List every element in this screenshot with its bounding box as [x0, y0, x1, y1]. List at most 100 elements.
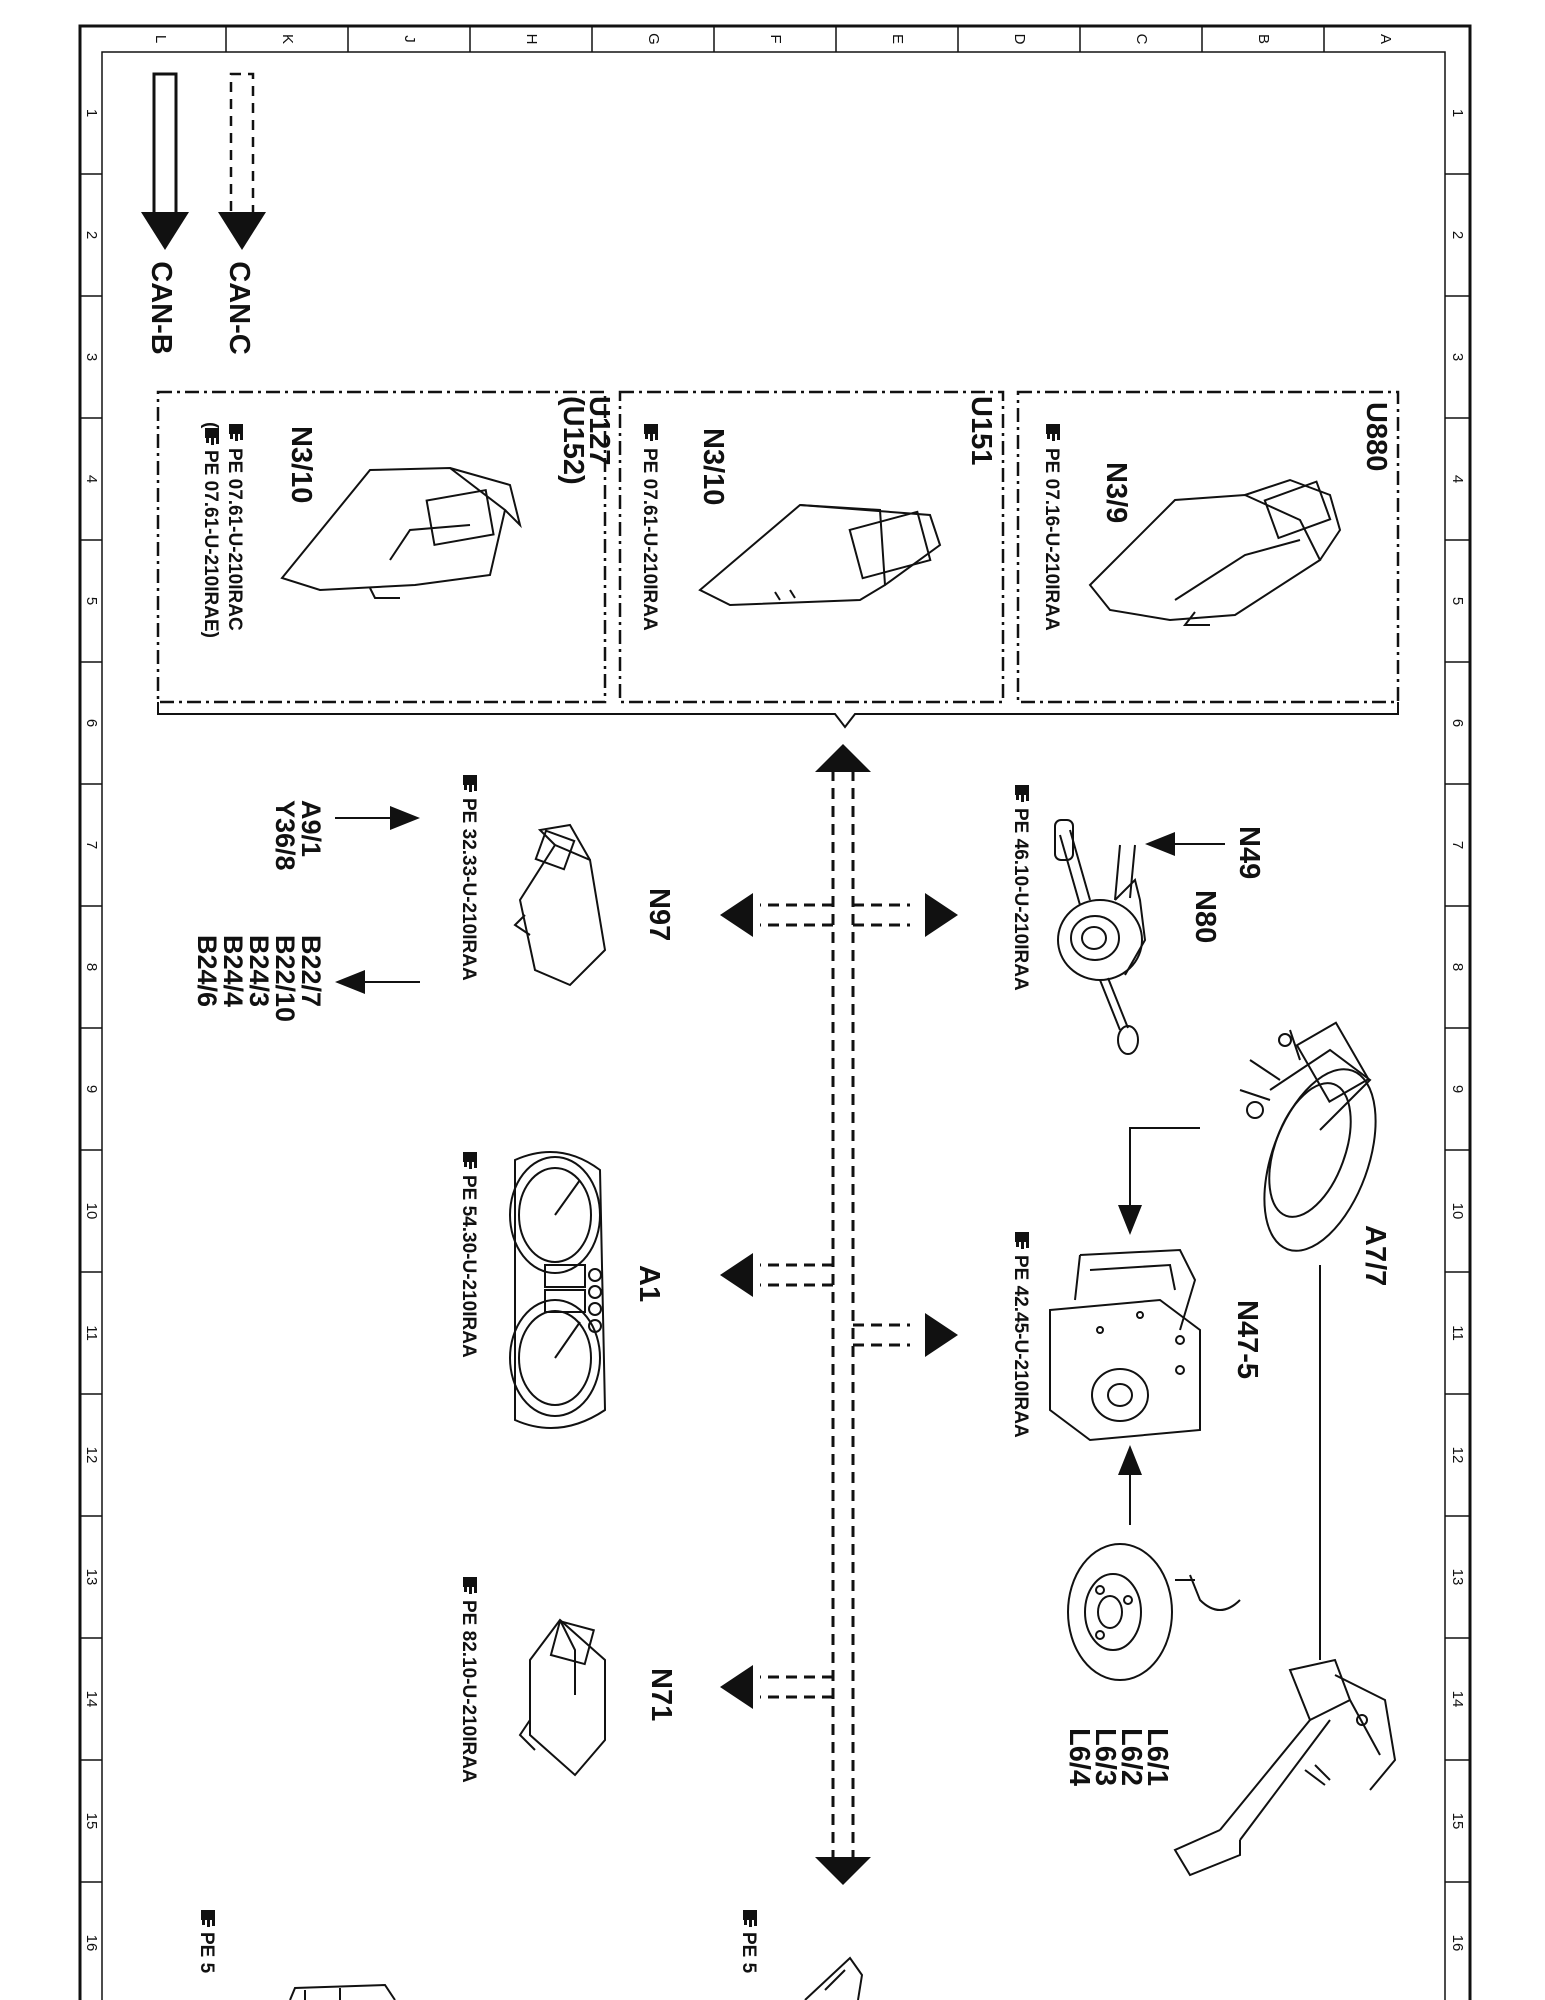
component-l6: L6/1 L6/2 L6/3 L6/4	[1063, 1543, 1241, 1786]
component-a7-7: A7/7	[1239, 1021, 1391, 1660]
group-label-u152: (U152)	[557, 396, 589, 485]
legend-can-b-label: CAN-B	[145, 261, 177, 354]
grid-letter: B	[1255, 34, 1272, 44]
module-n3-10-u127-drawing	[280, 466, 522, 599]
module-label-n3-9: N3/9	[1100, 462, 1132, 523]
grid-num: 10	[83, 1203, 100, 1220]
grid-num: 13	[83, 1569, 100, 1586]
module-label-n3-10: N3/10	[697, 428, 729, 505]
ref-u127-2: PE 07.61-U-210IRAE)	[200, 450, 221, 638]
n97-output-b22-7: B22/7	[296, 935, 326, 1007]
grid-num: 8	[1449, 963, 1466, 971]
grid-letter: L	[152, 35, 169, 43]
group-label-u880: U880	[1360, 402, 1392, 471]
grid-num: 5	[1449, 597, 1466, 605]
ref-a1: PE 54.30-U-210IRAA	[458, 1175, 479, 1358]
grid-num: 4	[1449, 475, 1466, 483]
legend-can-c-arrow	[218, 72, 266, 250]
ref-u880: PE 07.16-U-210IRAA	[1041, 448, 1062, 631]
grid-num: 3	[83, 353, 100, 361]
grid-letter: G	[645, 33, 662, 45]
n97-input-y36-8: Y36/8	[270, 800, 300, 871]
pedal-drawing	[1173, 1658, 1397, 1877]
n97-output-b24-4: B24/4	[218, 935, 248, 1007]
ref-u127-1: PE 07.61-U-210IRAC	[224, 448, 245, 631]
module-n3-10-drawing	[698, 503, 942, 607]
grid-letter: J	[401, 35, 418, 43]
drawing-frame	[78, 24, 1472, 2000]
bottom-mid-drawing	[804, 1956, 864, 2000]
column-letters: L K J H G F E D C B A	[152, 33, 1394, 45]
l6-disc-drawing	[1067, 1543, 1241, 1681]
module-label-n3-10-u127: N3/10	[285, 426, 317, 503]
grid-num: 2	[83, 231, 100, 239]
group-box-u127	[156, 390, 607, 704]
can-c-bus	[760, 770, 910, 1860]
bottom-left-partial: PE 5	[196, 1910, 396, 2000]
ref-u127-paren: (	[200, 422, 221, 429]
grid-num: 6	[83, 719, 100, 727]
ref-n97: PE 32.33-U-210IRAA	[458, 798, 479, 981]
n97-input-arrow	[390, 806, 420, 830]
component-n47-5: N47-5 PE 42.45-U-210IRAA	[1010, 1127, 1263, 1525]
ref-bottom-mid: PE 5	[738, 1932, 759, 1974]
grid-letter: K	[279, 34, 296, 44]
component-a1: A1 PE 54.30-U-210IRAA	[458, 1151, 665, 1429]
grid-num: 12	[1449, 1447, 1466, 1464]
l6-label-4: L6/4	[1063, 1728, 1095, 1786]
grid-num: 3	[1449, 353, 1466, 361]
ref-u151: PE 07.61-U-210IRAA	[639, 448, 660, 631]
n97-input-a9-1: A9/1	[296, 800, 326, 857]
ref-n47-5: PE 42.45-U-210IRAA	[1010, 1255, 1031, 1438]
grid-num: 8	[83, 963, 100, 971]
module-group-boxes	[156, 390, 1400, 704]
group-bracket	[157, 702, 1399, 729]
n47-unit-drawing	[1049, 1248, 1201, 1442]
n47-sensor-arrow	[1118, 1445, 1142, 1475]
component-n71: N71 PE 82.10-U-210IRAA	[458, 1577, 677, 1783]
component-label-a7-7: A7/7	[1359, 1225, 1391, 1286]
group-u880: U880 N3/9 PE 07.16-U-210IRAA	[1041, 402, 1392, 631]
component-label-n49: N49	[1233, 826, 1265, 879]
grid-num: 1	[1449, 109, 1466, 117]
l6-label-1: L6/1	[1141, 1728, 1173, 1786]
grid-num: 15	[83, 1813, 100, 1830]
group-box-u151	[618, 390, 1005, 704]
component-label-n71: N71	[645, 1668, 677, 1721]
component-n97: N97 PE 32.33-U-210IRAA A9/1 Y36/8 B22/7 …	[192, 775, 675, 1022]
a1-cluster-drawing	[509, 1151, 607, 1429]
grid-num: 2	[1449, 231, 1466, 239]
n47-input-line	[1129, 1127, 1200, 1210]
legend: CAN-C CAN-B	[141, 72, 266, 355]
grid-num: 10	[1449, 1203, 1466, 1220]
bottom-mid-partial: PE 5	[738, 1910, 864, 2000]
grid-num: 6	[1449, 719, 1466, 727]
grid-num: 14	[83, 1691, 100, 1708]
row-grid	[80, 173, 1470, 1883]
component-label-n80: N80	[1189, 890, 1221, 943]
ref-n71: PE 82.10-U-210IRAA	[458, 1600, 479, 1783]
group-box-u880	[1016, 390, 1400, 704]
n71-drawing	[518, 1618, 606, 1777]
l6-label-2: L6/2	[1115, 1728, 1147, 1786]
can-c-bus-arrowheads	[720, 744, 958, 1885]
legend-can-c-label: CAN-C	[223, 261, 255, 354]
grid-num: 16	[83, 1935, 100, 1952]
grid-num: 14	[1449, 1691, 1466, 1708]
ref-n49: PE 46.10-U-210IRAA	[1010, 808, 1031, 991]
grid-num: 7	[83, 841, 100, 849]
grid-letter: C	[1133, 34, 1150, 45]
a7-7-drawing	[1239, 1021, 1377, 1252]
n97-output-arrow	[335, 970, 365, 994]
ref-bottom-left: PE 5	[196, 1932, 217, 1974]
bottom-left-drawing	[289, 1983, 396, 2000]
grid-letter: H	[523, 34, 540, 45]
grid-num: 7	[1449, 841, 1466, 849]
n97-drawing	[513, 823, 607, 987]
grid-num: 13	[1449, 1569, 1466, 1586]
grid-num: 9	[83, 1085, 100, 1093]
grid-num: 12	[83, 1447, 100, 1464]
grid-num: 9	[1449, 1085, 1466, 1093]
component-label-n47-5: N47-5	[1231, 1300, 1263, 1379]
group-label-u127: U127	[583, 396, 615, 465]
